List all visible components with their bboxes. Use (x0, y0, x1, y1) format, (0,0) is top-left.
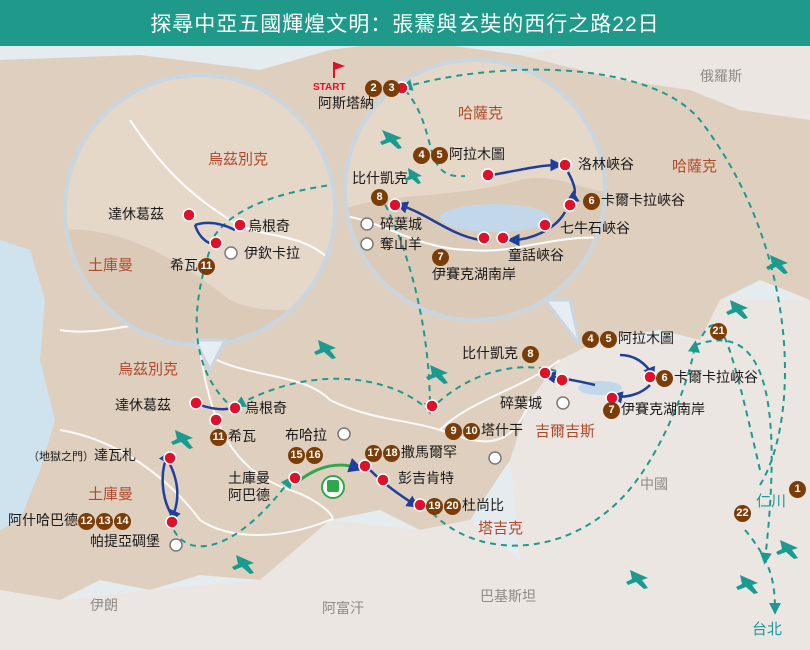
stop-issykkul-circle: 伊賽克湖南岸 (432, 266, 516, 282)
country-label-iran: 伊朗 (90, 597, 118, 613)
stop-suyab: 碎葉城 (500, 395, 542, 411)
stop-urgench-circle: 烏根奇 (248, 218, 290, 234)
stop-taipei: 台北 (752, 621, 783, 638)
land-south (0, 520, 810, 650)
stop-dashoguz-circle: 達休葛茲 (108, 206, 164, 222)
stop-bishkek-circle: 比什凱克 (352, 170, 408, 186)
country-label-kazakhstan: 哈薩克 (672, 158, 718, 175)
caspian-sea (0, 240, 55, 530)
stop-renchuan: 仁川 (756, 493, 787, 510)
country-label-china: 中國 (640, 476, 668, 492)
stop-sevenbulls-circle: 七牛石峽谷 (560, 220, 630, 236)
stop-issykkul-circle-days: 7 (432, 248, 450, 266)
stop-almaty-return-days: 21 (710, 322, 728, 340)
country-label-afghanistan: 阿富汗 (322, 600, 364, 616)
stop-charyn-circle: 洛林峽谷 (578, 156, 634, 172)
stop-dashoguz: 達休葛茲 (115, 397, 171, 413)
stop-ichankala-circle: 伊欽卡拉 (244, 245, 300, 261)
country-label-turkmenistan-circle: 土庫曼 (88, 257, 134, 274)
country-label-turkmenistan: 土庫曼 (88, 486, 134, 503)
zoom-circle-kg (345, 60, 605, 320)
stop-renchuan-days: 1 (789, 480, 807, 498)
stop-penjikent: 彭吉肯特 (398, 470, 454, 486)
stop-astana: 阿斯塔納 (318, 95, 374, 111)
stop-bishkek-circle-days: 8 (371, 188, 389, 206)
stop-turkmenabat: 土庫曼 阿巴德 (228, 470, 270, 503)
land-russia (520, 40, 810, 120)
country-label-kazakhstan-circle: 哈薩克 (458, 105, 504, 122)
start-label: START (313, 82, 346, 93)
stop-darvaza: （地獄之門）達瓦札 (28, 447, 136, 463)
country-label-uzbekistan: 烏茲別克 (118, 361, 179, 378)
page-title: 探尋中亞五國輝煌文明：張騫與玄奘的西行之路22日 (0, 0, 810, 46)
route-seg-renchuan-astana (400, 68, 786, 486)
country-label-russia: 俄羅斯 (700, 68, 742, 84)
country-label-tajikistan: 塔吉克 (478, 520, 524, 537)
country-label-pakistan: 巴基斯坦 (480, 588, 536, 604)
stop-parthia: 帕提亞碉堡 (90, 533, 160, 549)
route-seg-astana-almaty (404, 89, 466, 178)
train-icon (321, 475, 345, 499)
stop-renchuan-return-days: 22 (734, 504, 752, 522)
country-label-uzbekistan-circle: 烏茲別克 (208, 151, 269, 168)
stop-sheepsnatch-circle: 奪山羊 (380, 236, 422, 252)
stop-suyab-circle: 碎葉城 (380, 216, 422, 232)
country-label-kyrgyzstan: 吉爾吉斯 (535, 423, 596, 440)
start-flag-icon (333, 62, 345, 78)
stop-fairytale-circle: 童話峽谷 (508, 247, 564, 263)
stop-bishkek: 比什凱克 8 (462, 345, 540, 363)
stop-urgench: 烏根奇 (245, 400, 287, 416)
stop-bukhara: 布哈拉 (285, 427, 327, 443)
